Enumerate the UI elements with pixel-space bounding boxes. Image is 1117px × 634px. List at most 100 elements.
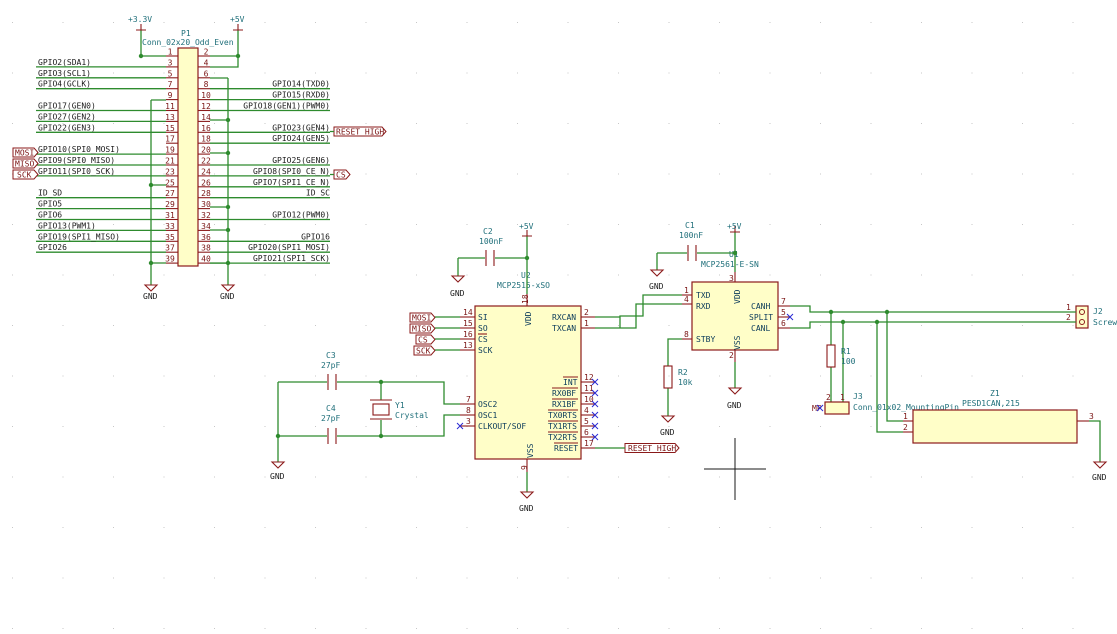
- u2-pin-tx1rts: TX1RTS: [548, 422, 577, 431]
- u2-pin-rx1bf: RX1BF: [552, 400, 576, 409]
- header-net-left: GPIO6: [38, 211, 62, 220]
- flag-cs-u2: CS: [418, 336, 428, 345]
- svg-text:1: 1: [840, 393, 845, 402]
- svg-text:9: 9: [520, 465, 529, 470]
- header-pin-even: 16: [201, 124, 211, 133]
- flag-sck-header: SCK: [17, 171, 32, 180]
- u2-pin-si: SI: [478, 313, 488, 322]
- svg-text:2: 2: [584, 308, 589, 317]
- c3-ref: C3: [326, 351, 336, 360]
- z1-body: [912, 409, 1078, 444]
- u1-pin-canh: CANH: [751, 302, 770, 311]
- j3-value: Conn_01x02_MountingPin: [853, 403, 959, 412]
- header-pin-even: 6: [204, 69, 209, 78]
- r2-resistor[interactable]: R2 10k GND: [660, 338, 693, 437]
- header-pin-odd: 3: [168, 58, 173, 67]
- j3-ref: J3: [853, 392, 863, 401]
- flag-sck-u2: SCK: [416, 347, 431, 356]
- header-net-right: GPIO16: [301, 232, 330, 241]
- svg-text:3: 3: [1089, 412, 1094, 421]
- header-pin-odd: 1: [168, 48, 173, 57]
- v5-label-u2: +5V: [519, 222, 534, 231]
- svg-text:12: 12: [584, 373, 594, 382]
- header-pin-odd: 25: [165, 178, 175, 187]
- header-pin-odd: 37: [165, 244, 175, 253]
- u2-pin-reset: RESET: [554, 444, 578, 453]
- v5-label-u1: +5V: [727, 222, 742, 231]
- header-pin-even: 4: [204, 58, 209, 67]
- j3-body: [824, 401, 850, 415]
- svg-text:2: 2: [903, 423, 908, 432]
- svg-text:1: 1: [584, 319, 589, 328]
- header-net-right: GPIO25(GEN6): [272, 156, 330, 165]
- header-pin-odd: 29: [165, 200, 175, 209]
- header-pin-even: 26: [201, 178, 211, 187]
- header-ref: P1: [181, 29, 191, 38]
- gnd-label-r2: GND: [660, 428, 675, 437]
- header-pin-odd: 33: [165, 222, 175, 231]
- j2-value: Screw_: [1093, 318, 1117, 327]
- u2-body: [474, 305, 582, 460]
- header-pin-even: 30: [201, 200, 211, 209]
- svg-text:4: 4: [684, 295, 689, 304]
- j2-screw-terminal[interactable]: 1 2 J2 Screw_: [1064, 303, 1117, 329]
- header-net-left: GPIO13(PWM1): [38, 221, 96, 230]
- c2-decoupling[interactable]: C2 100nF GND +5V GND: [450, 222, 535, 513]
- y1-ref: Y1: [395, 401, 405, 410]
- u2-pin-clkout: CLKOUT/SOF: [478, 422, 526, 431]
- header-pin-odd: 7: [168, 80, 173, 89]
- r1-resistor[interactable]: R1 100: [826, 344, 856, 368]
- header-net-right: GPIO20(SPI1_MOSI): [248, 243, 330, 252]
- r1-ref: R1: [841, 347, 851, 356]
- j2-ref: J2: [1093, 307, 1103, 316]
- u1-body: [691, 281, 779, 351]
- svg-text:17: 17: [584, 439, 594, 448]
- header-pin-even: 32: [201, 211, 211, 220]
- r1-value: 100: [841, 357, 856, 366]
- svg-text:6: 6: [781, 319, 786, 328]
- header-pin-even: 24: [201, 167, 211, 176]
- u1-pin-canl: CANL: [751, 324, 770, 333]
- svg-text:2: 2: [1066, 313, 1071, 322]
- svg-text:5: 5: [584, 417, 589, 426]
- header-pin-even: 38: [201, 244, 211, 253]
- header-pin-odd: 19: [165, 146, 175, 155]
- crystal-section[interactable]: C3 27pF C4 27pF Y1 Crystal GND: [270, 351, 460, 481]
- u1-pin-vss: VSS: [733, 335, 742, 350]
- u2-pin-tx0rts: TX0RTS: [548, 411, 577, 420]
- header-net-left: ID_SD: [38, 189, 62, 198]
- v5-label: +5V: [230, 15, 245, 24]
- u2-pin-txcan: TXCAN: [552, 324, 576, 333]
- u2-pin-int: INT: [563, 378, 578, 387]
- header-net-left: GPIO22(GEN3): [38, 123, 96, 132]
- z1-value: PESD1CAN,215: [962, 399, 1020, 408]
- svg-text:2: 2: [826, 393, 831, 402]
- u2-pin-vss: VSS: [526, 443, 535, 458]
- header-net-left: GPIO4(GCLK): [38, 80, 91, 89]
- u2-u1-can-wires: [595, 294, 682, 329]
- z1-tvs[interactable]: Z1 PESD1CAN,215 1 2 3 GND: [903, 389, 1108, 482]
- c1-decoupling[interactable]: C1 100nF GND +5V GND: [649, 221, 743, 410]
- u2-pin-rx0bf: RX0BF: [552, 389, 576, 398]
- gnd-label-header-left: GND: [143, 292, 158, 301]
- svg-text:7: 7: [466, 395, 471, 404]
- header-pin-odd: 39: [165, 255, 175, 264]
- cursor-crosshair-icon: [704, 438, 766, 500]
- header-value: Conn_02x20_Odd_Even: [142, 38, 234, 47]
- svg-text:8: 8: [684, 330, 689, 339]
- svg-text:13: 13: [463, 341, 473, 350]
- c1-value: 100nF: [679, 231, 703, 240]
- u1-pin-split: SPLIT: [749, 313, 773, 322]
- svg-text:3: 3: [466, 417, 471, 426]
- u1-value: MCP2561-E-SN: [701, 260, 759, 269]
- header-net-left: GPIO2(SDA1): [38, 58, 91, 67]
- header-pin-even: 34: [201, 222, 211, 231]
- svg-text:2: 2: [729, 351, 734, 360]
- j3-connector[interactable]: 2 1 MP J3 Conn_01x02_MountingPin: [812, 392, 959, 415]
